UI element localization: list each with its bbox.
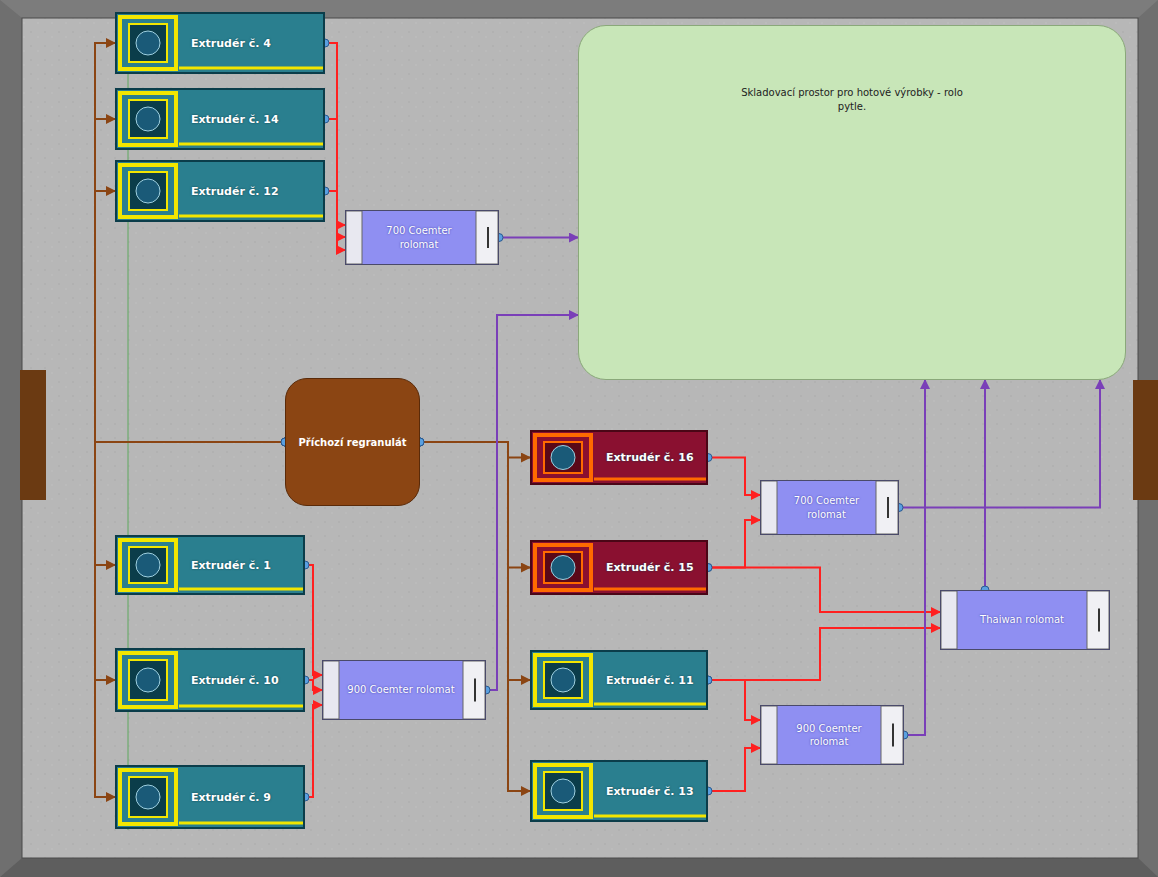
material-feed [420, 442, 530, 791]
extruder-box: Extrudér č. 16 [530, 430, 708, 485]
node-label: 900 Coemter rolomat [785, 722, 873, 749]
rolomat-box: 700 Coemter rolomat [760, 480, 899, 535]
rolomat-figure [761, 706, 903, 764]
door-left [20, 370, 46, 500]
node-label: 700 Coemter rolomat [370, 224, 468, 251]
node-label: Extrudér č. 12 [191, 185, 279, 198]
node-label: Skladovací prostor pro hotové výrobky - … [737, 86, 967, 114]
rolomat-box: 900 Coemter rolomat [760, 705, 904, 765]
extruder-box: Extrudér č. 9 [115, 765, 305, 829]
film-line [708, 628, 940, 680]
node-label: Thaiwan rolomat [980, 613, 1064, 627]
storage-area: Skladovací prostor pro hotové výrobky - … [578, 25, 1126, 380]
product-flow [486, 315, 578, 690]
product-flow [984, 380, 986, 590]
material-feed [420, 442, 530, 680]
rolomat-figure [346, 211, 498, 264]
film-line [325, 191, 345, 250]
material-feed [420, 442, 530, 458]
node-label: Extrudér č. 16 [606, 451, 694, 464]
film-line [305, 565, 322, 675]
product-flow [899, 380, 1100, 508]
rolomat-box: Thaiwan rolomat [940, 590, 1110, 650]
material-feed [420, 442, 530, 568]
node-label: Extrudér č. 14 [191, 113, 279, 126]
extruder-box: Extrudér č. 4 [115, 12, 325, 74]
node-label: 900 Coemter rolomat [347, 683, 454, 697]
rolomat-figure [761, 481, 898, 534]
extruder-box: Extrudér č. 15 [530, 540, 708, 595]
extruder-box: Extrudér č. 14 [115, 88, 325, 150]
product-flow [904, 380, 925, 735]
node-label: Extrudér č. 13 [606, 785, 694, 798]
node-label: Příchozí regranulát [298, 437, 406, 448]
wall-bottom [0, 858, 1158, 877]
film-line [325, 43, 345, 225]
film-line [305, 705, 322, 797]
rolomat-box: 900 Coemter rolomat [322, 660, 486, 720]
film-line [708, 568, 940, 613]
door-right [1133, 380, 1158, 500]
product-flow [499, 237, 578, 239]
node-label: Extrudér č. 9 [191, 791, 271, 804]
node-label: Extrudér č. 10 [191, 674, 279, 687]
extruder-box: Extrudér č. 12 [115, 160, 325, 222]
extruder-box: Extrudér č. 13 [530, 760, 708, 822]
film-line [708, 458, 760, 496]
material-feed [95, 442, 285, 797]
film-line [708, 680, 760, 720]
extruder-box: Extrudér č. 1 [115, 535, 305, 595]
node-label: 700 Coemter rolomat [785, 494, 868, 521]
node-label: Extrudér č. 4 [191, 37, 271, 50]
extruder-box: Extrudér č. 10 [115, 648, 305, 712]
film-line [708, 748, 760, 791]
film-line [325, 119, 345, 237]
film-line [708, 520, 760, 568]
node-label: Extrudér č. 11 [606, 674, 694, 687]
extruder-box: Extrudér č. 11 [530, 650, 708, 710]
material-feed [95, 191, 285, 442]
node-label: Extrudér č. 1 [191, 559, 271, 572]
rolomat-box: 700 Coemter rolomat [345, 210, 499, 265]
material-input: Příchozí regranulát [285, 378, 420, 506]
node-label: Extrudér č. 15 [606, 561, 694, 574]
